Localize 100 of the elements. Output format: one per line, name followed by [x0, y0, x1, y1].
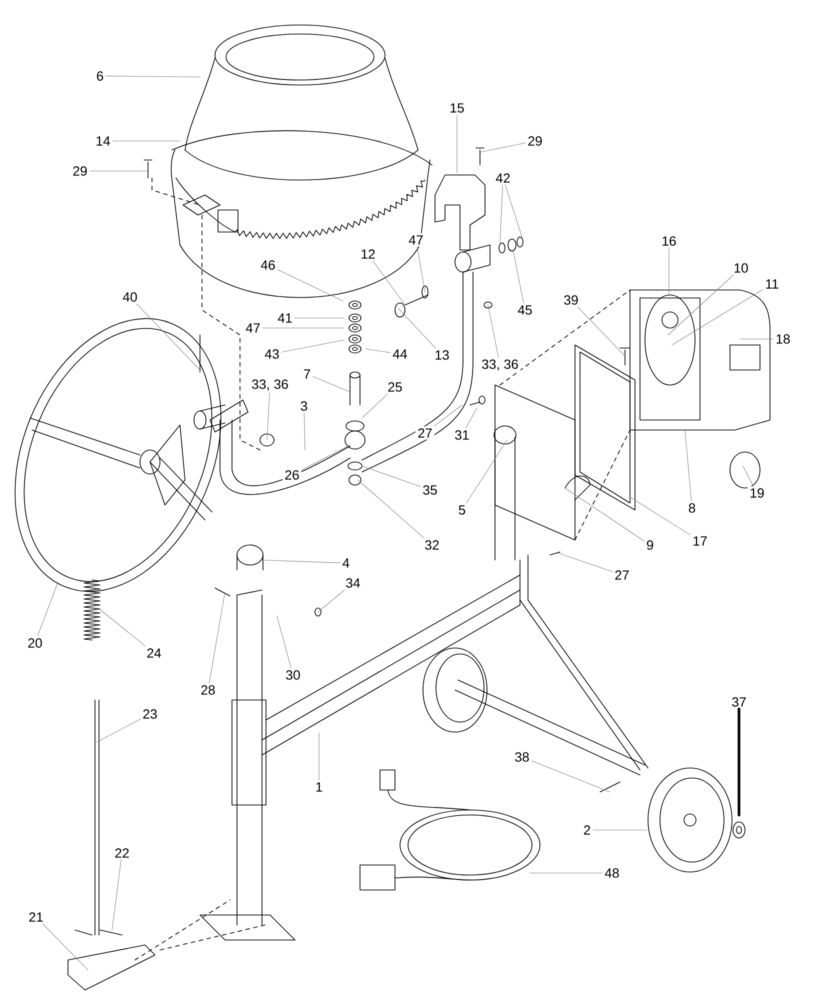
- callout-number: 25: [386, 380, 404, 394]
- callout-number: 33, 36: [249, 378, 291, 393]
- callout-number: 34: [344, 576, 362, 590]
- leader-line: [301, 444, 350, 470]
- callout-number: 23: [140, 707, 160, 721]
- callout-number: 37: [730, 695, 748, 709]
- callout-number: 35: [420, 483, 440, 497]
- callout-number: 8: [686, 501, 698, 515]
- callout-number: 1: [313, 780, 325, 794]
- callout-number: 27: [612, 568, 632, 582]
- leader-line: [281, 340, 344, 352]
- leader-line: [630, 496, 691, 536]
- leader-line: [738, 708, 740, 816]
- callout-number: 11: [763, 277, 781, 291]
- callout-number: 9: [644, 538, 656, 552]
- callout-number: 44: [390, 347, 410, 361]
- leader-line: [89, 170, 148, 172]
- callout-number: 24: [144, 646, 164, 660]
- leader-line: [362, 466, 421, 487]
- leader-line: [136, 304, 200, 370]
- callout-number: 3: [298, 399, 310, 413]
- callout-number: 2: [581, 823, 593, 837]
- leader-line: [416, 246, 426, 292]
- callout-number: 10: [732, 261, 750, 275]
- leader-line: [684, 430, 692, 502]
- leader-line: [37, 582, 58, 636]
- callout-number: 28: [198, 683, 218, 697]
- callout-number: 27: [416, 426, 434, 440]
- callout-number: 16: [660, 234, 678, 248]
- leader-line: [672, 289, 764, 346]
- leader-line: [208, 592, 226, 684]
- leader-line: [318, 732, 320, 780]
- callout-number: 32: [422, 538, 442, 552]
- leader-line: [577, 306, 626, 356]
- leader-line: [564, 488, 644, 542]
- leader-line: [668, 248, 670, 296]
- callout-number: 29: [526, 134, 544, 148]
- leader-line: [480, 142, 526, 152]
- callout-number: 42: [494, 171, 512, 185]
- leader-line: [466, 408, 478, 428]
- leader-line: [434, 404, 462, 426]
- callout-number: 4: [340, 556, 352, 570]
- callout-number: 19: [748, 486, 766, 500]
- leader-line: [112, 140, 180, 142]
- callout-number: 40: [120, 290, 140, 304]
- leader-line: [106, 76, 200, 78]
- leader-line: [512, 250, 524, 304]
- callout-number: 38: [512, 750, 532, 764]
- callout-number: 12: [358, 247, 378, 261]
- leader-line: [530, 872, 603, 874]
- leader-line: [500, 184, 503, 244]
- leader-line: [112, 860, 122, 930]
- leader-line: [398, 308, 436, 348]
- leader-line: [362, 394, 388, 418]
- callout-number: 6: [94, 69, 106, 83]
- leader-line: [276, 616, 292, 668]
- leader-line: [372, 260, 406, 306]
- callout-number: 48: [602, 866, 622, 880]
- callout-number: 31: [452, 428, 472, 442]
- leader-line: [366, 348, 391, 353]
- callout-number: 21: [26, 910, 46, 924]
- leader-line: [488, 304, 499, 358]
- callout-number: 7: [301, 367, 313, 381]
- callout-number: 18: [774, 332, 792, 346]
- callout-number: 43: [262, 347, 282, 361]
- leader-line: [742, 466, 754, 486]
- callout-number: 26: [282, 468, 302, 482]
- leader-line: [358, 480, 424, 538]
- callout-number: 47: [244, 321, 262, 335]
- leader-line: [98, 608, 146, 646]
- callout-number: 46: [258, 258, 278, 272]
- callout-number: 14: [94, 134, 112, 148]
- leader-line: [466, 440, 508, 504]
- callout-number: 29: [70, 164, 90, 178]
- leader-line: [312, 376, 350, 392]
- leader-line: [558, 552, 613, 572]
- callout-number: 13: [432, 348, 452, 362]
- callout-number: 20: [26, 636, 44, 650]
- callout-number: 22: [112, 846, 132, 860]
- leader-line: [266, 392, 270, 440]
- leader-line: [42, 924, 88, 970]
- callout-number: 41: [276, 311, 294, 325]
- callout-number: 47: [406, 233, 426, 247]
- leader-line: [740, 338, 774, 340]
- leader-line: [456, 114, 458, 174]
- callout-number: 5: [456, 503, 468, 517]
- leader-line: [260, 560, 340, 564]
- callout-number: 30: [284, 668, 302, 682]
- leader-line: [304, 412, 306, 450]
- leader-line: [668, 274, 734, 336]
- leader-line: [531, 760, 610, 792]
- callout-number: 15: [448, 101, 466, 115]
- leader-line: [318, 590, 345, 612]
- callout-number: 33, 36: [479, 358, 521, 373]
- leader-line: [504, 184, 522, 238]
- callout-number: 17: [690, 534, 710, 548]
- leader-line: [277, 269, 344, 302]
- callout-number: 45: [516, 303, 534, 317]
- leader-line: [96, 718, 141, 742]
- callout-number: 39: [562, 293, 580, 307]
